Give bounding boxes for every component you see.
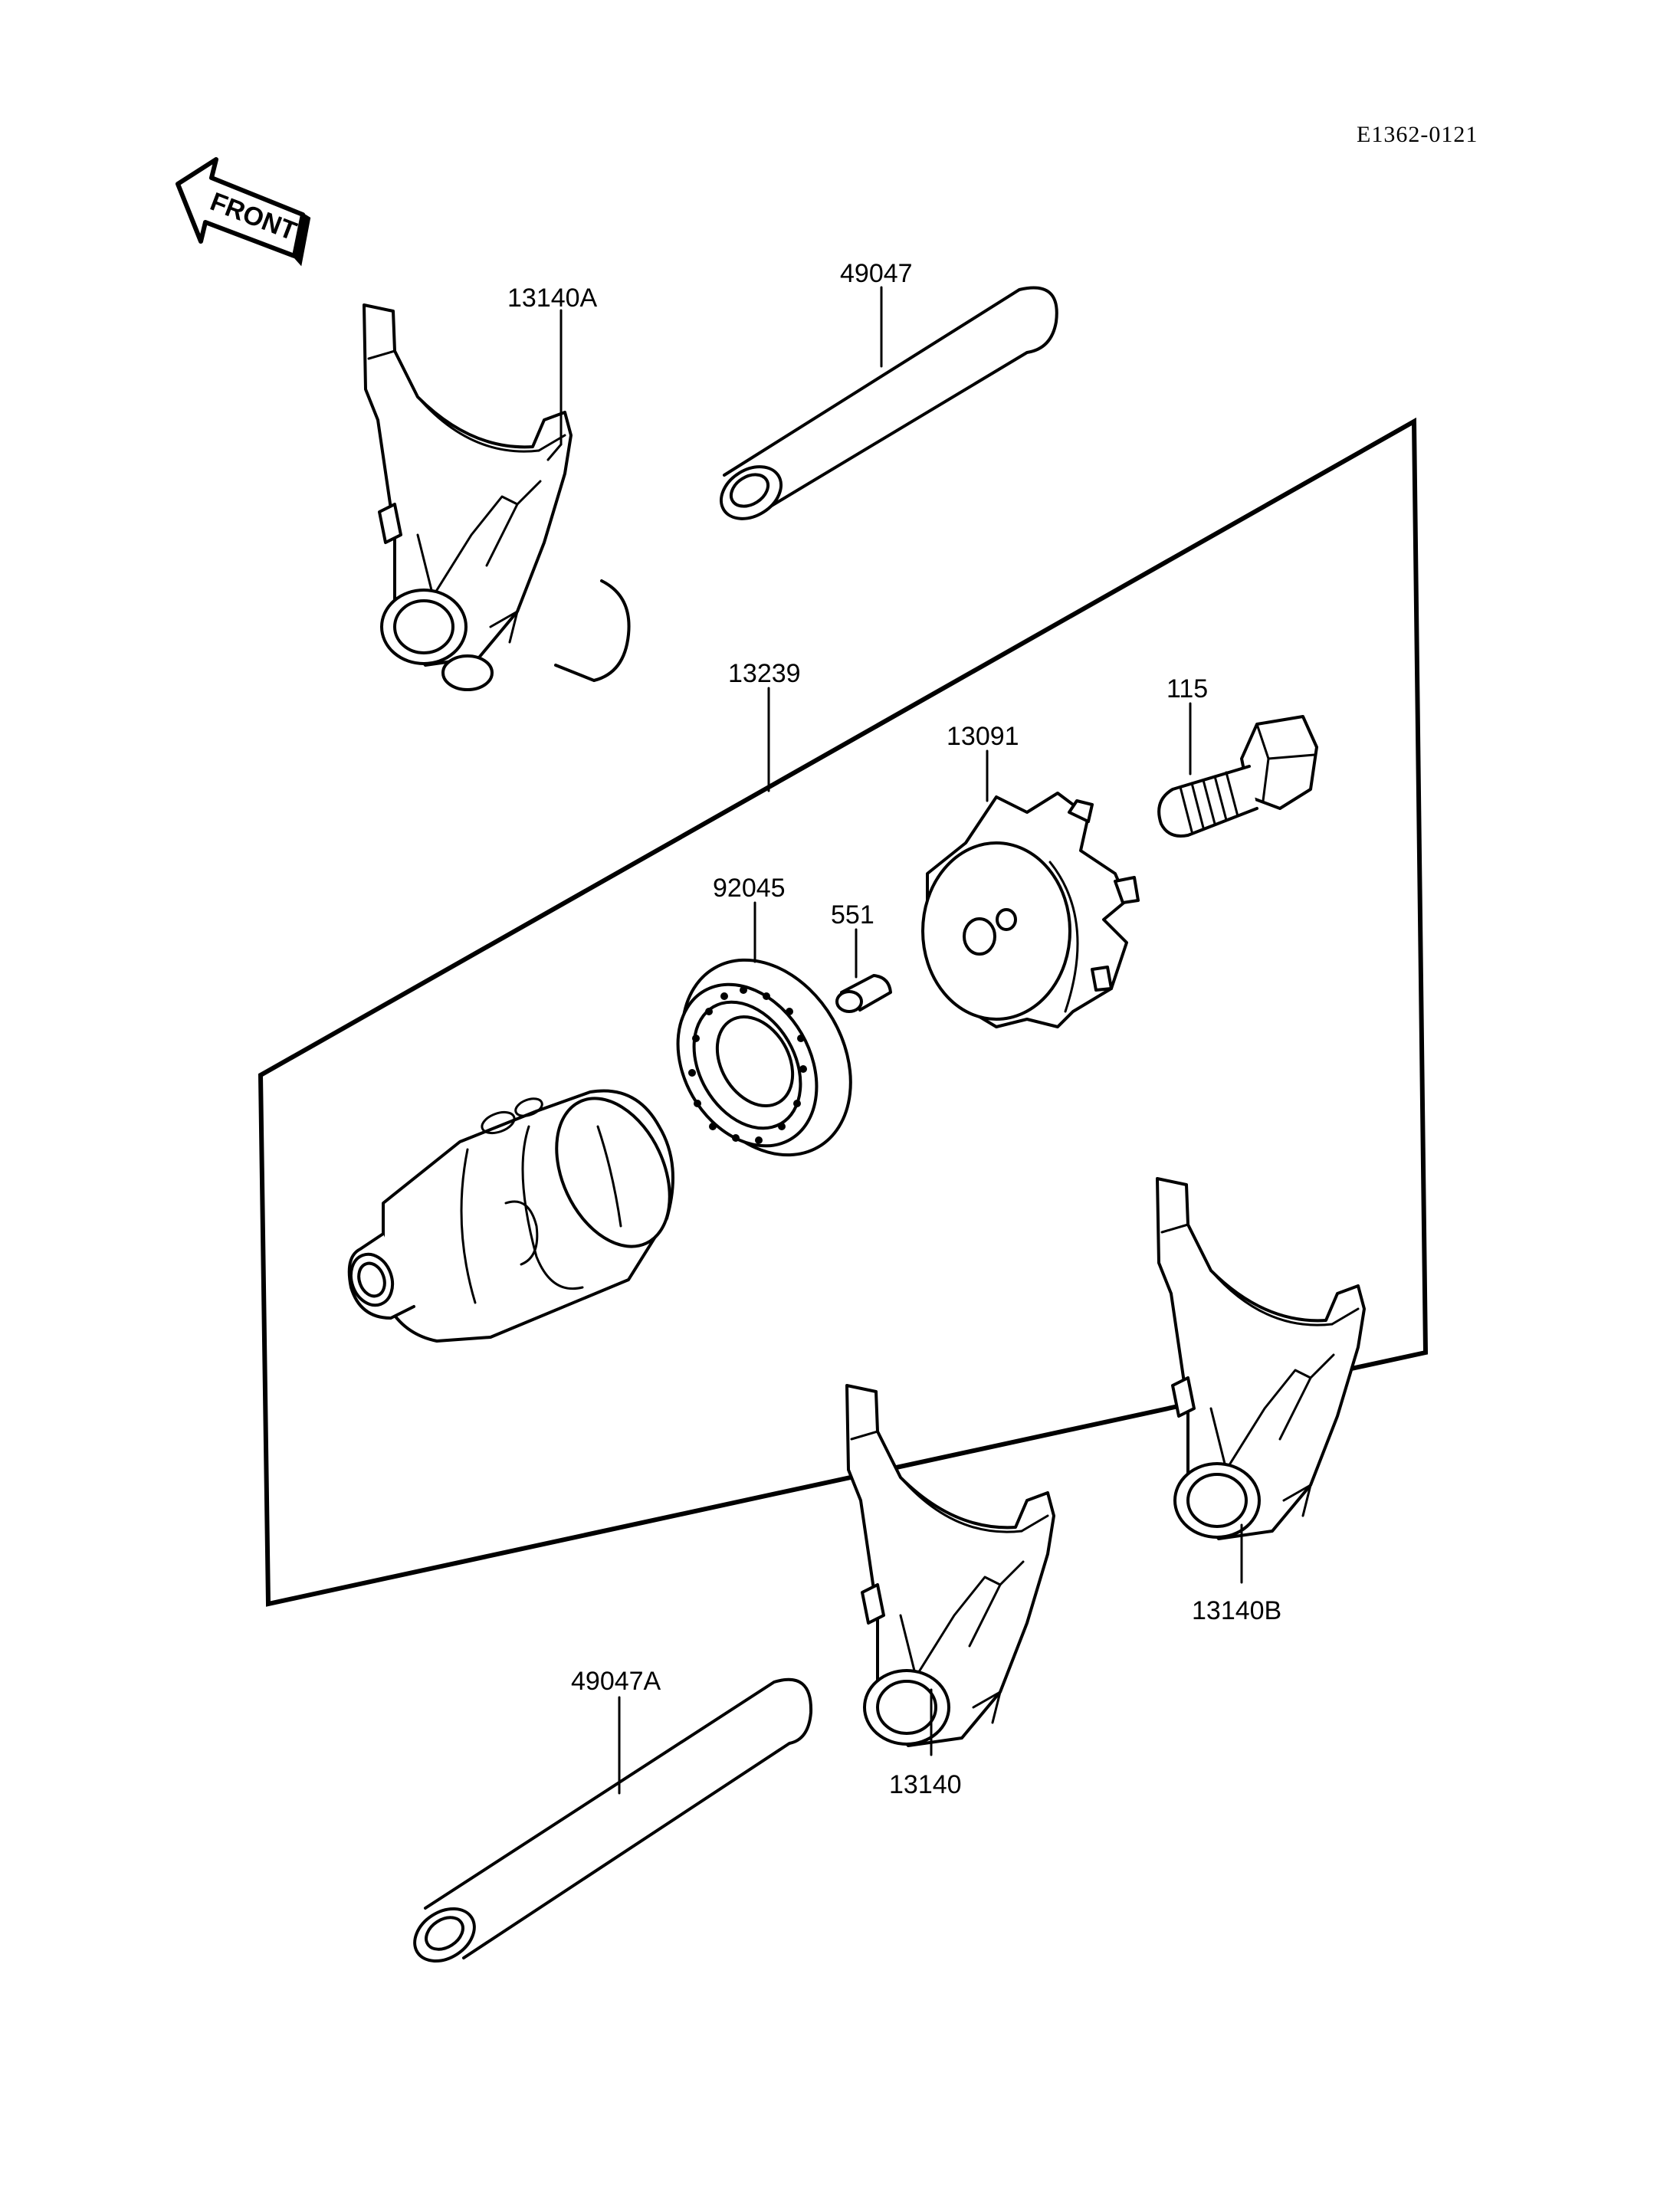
bolt-115 (1157, 715, 1318, 838)
front-arrow-icon: FRONT (176, 157, 311, 267)
label-49047a: 49047A (571, 1667, 661, 1696)
shaft-49047a (413, 1677, 813, 1963)
label-13140a: 13140A (507, 284, 598, 313)
pin-plate-13091 (921, 792, 1140, 1028)
shaft-49047 (719, 286, 1058, 520)
shift-fork-13140a (363, 303, 631, 691)
label-92045: 92045 (713, 874, 786, 903)
diagram-code: E1362-0121 (1357, 122, 1478, 147)
label-13140: 13140 (889, 1770, 962, 1799)
shift-fork-13140b (1156, 1177, 1366, 1540)
label-49047: 49047 (840, 259, 913, 288)
bearing-92045 (676, 958, 852, 1157)
label-13091: 13091 (947, 722, 1019, 751)
shift-drum (347, 1089, 674, 1343)
pin-551 (835, 974, 892, 1013)
label-13140b: 13140B (1192, 1596, 1281, 1625)
assembly-box (258, 417, 1429, 1607)
label-13239: 13239 (728, 659, 801, 688)
label-115: 115 (1166, 674, 1208, 703)
label-551: 551 (831, 900, 874, 930)
